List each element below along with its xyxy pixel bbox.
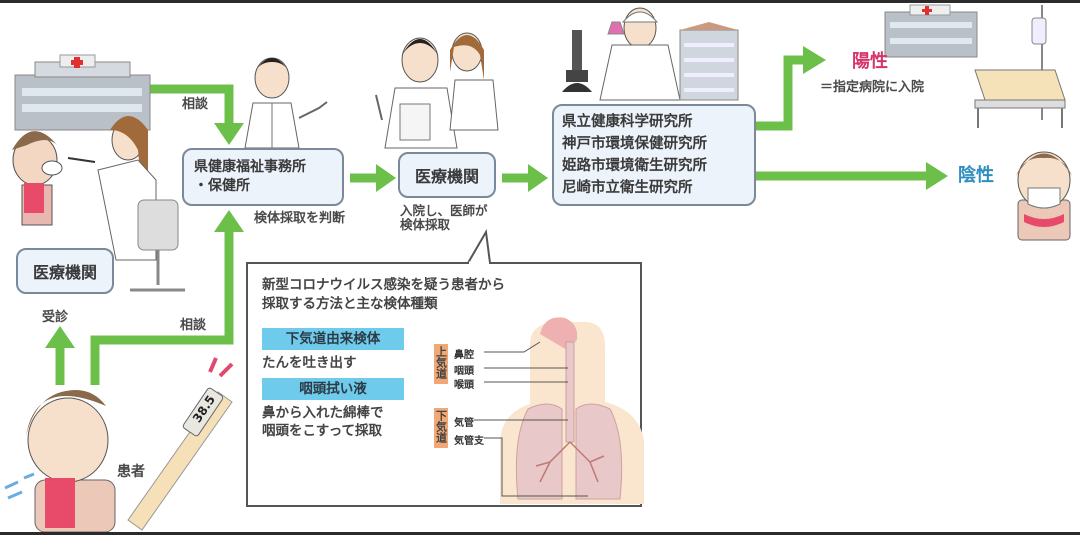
labs-node: 県立健康科学研究所 神戸市環境保健研究所 姫路市環境衛生研究所 尼崎市立衛生研究… (552, 104, 756, 206)
hospital-building-icon (14, 54, 151, 131)
arrowhead-hospital (376, 164, 396, 192)
arrow-labs-to-positive (756, 55, 805, 131)
anatomy-bronchi: 気管支 (454, 436, 484, 447)
clinic-label: 医療機関 (32, 263, 97, 282)
health-office-note: 検体採取を判断 (254, 211, 346, 226)
health-office-line1: 県健康福祉事務所 (194, 159, 306, 175)
lower-airway-label: 下気道 (434, 410, 448, 443)
specimen-tag-lower-airway: 下気道由来検体 (262, 328, 404, 350)
anatomy-trachea: 気管 (454, 418, 474, 429)
arrowhead-positive (803, 46, 826, 74)
respiratory-anatomy-illustration (474, 317, 644, 504)
arrowhead-office-bottom (214, 210, 244, 232)
arrowhead-clinic (45, 326, 75, 348)
upper-airway-label: 上気道 (434, 346, 448, 379)
thermometer-icon (127, 357, 234, 531)
medical-staff-icon (375, 32, 499, 149)
doctor-examining-patient-icon (12, 116, 185, 292)
specimen-desc-lower-airway: たんを吐き出す (262, 355, 357, 371)
positive-note: ＝指定病院に入院 (820, 80, 925, 95)
bottom-border (0, 532, 1080, 535)
positive-label: 陽性 (852, 51, 888, 72)
lab-2: 神戸市環境保健研究所 (562, 136, 707, 152)
lower-airway-tag: 下気道 (434, 408, 448, 448)
hospital-node: 医療機関 (398, 152, 496, 198)
laboratory-icon (562, 7, 739, 101)
masked-person-icon (1016, 151, 1072, 241)
health-office-line2: ・保健所 (194, 178, 250, 194)
callout-title-line1: 新型コロナウイルス感染を疑う患者から (262, 277, 505, 293)
arrowhead-labs (528, 164, 548, 192)
clinic-node: 医療機関 (16, 248, 114, 294)
anatomy-nasal-cavity: 鼻腔 (454, 350, 474, 361)
edge-label-patient-consult: 相談 (180, 318, 207, 333)
arrowhead-office-top (214, 123, 244, 145)
edge-label-visit: 受診 (42, 310, 69, 325)
patient-label: 患者 (117, 464, 145, 480)
specimen-tag-throat-swab: 咽頭拭い液 (262, 378, 404, 400)
lab-1: 県立健康科学研究所 (562, 114, 693, 130)
anatomy-pharynx: 咽頭 (454, 366, 474, 377)
arrowhead-negative (926, 162, 948, 190)
callout-title-line2: 採取する方法と主な検体種類 (262, 296, 438, 312)
anatomy-larynx: 喉頭 (454, 380, 474, 391)
hospital-note-line1: 入院し、医師が (400, 203, 488, 218)
specimen-desc-line1: 鼻から入れた綿棒で (262, 405, 384, 421)
top-border (0, 0, 1080, 3)
arrow-clinic-to-office (150, 84, 234, 125)
doctor-icon (244, 57, 328, 149)
lab-4: 尼崎市立衛生研究所 (562, 180, 693, 196)
sick-patient-icon (4, 390, 116, 533)
designated-hospital-icon (884, 4, 978, 58)
health-office-node: 県健康福祉事務所 ・保健所 (182, 148, 344, 206)
hospital-note: 入院し、医師が 検体採取 (400, 204, 488, 232)
hospital-label: 医療機関 (414, 167, 479, 186)
specimen-callout: 新型コロナウイルス感染を疑う患者から 採取する方法と主な検体種類 下気道由来検体… (246, 262, 644, 507)
negative-label: 陰性 (958, 165, 994, 186)
arrow-patient-to-office (90, 228, 234, 385)
specimen-desc-throat-swab: 鼻から入れた綿棒で 咽頭をこすって採取 (262, 404, 384, 440)
edge-label-clinic-consult: 相談 (182, 97, 209, 112)
upper-airway-tag: 上気道 (434, 344, 448, 384)
hospital-note-line2: 検体採取 (400, 217, 451, 232)
callout-title: 新型コロナウイルス感染を疑う患者から 採取する方法と主な検体種類 (262, 276, 505, 314)
lab-3: 姫路市環境衛生研究所 (562, 158, 707, 174)
specimen-desc-line2: 咽頭をこすって採取 (262, 423, 383, 439)
hospital-bed-icon (974, 5, 1066, 128)
